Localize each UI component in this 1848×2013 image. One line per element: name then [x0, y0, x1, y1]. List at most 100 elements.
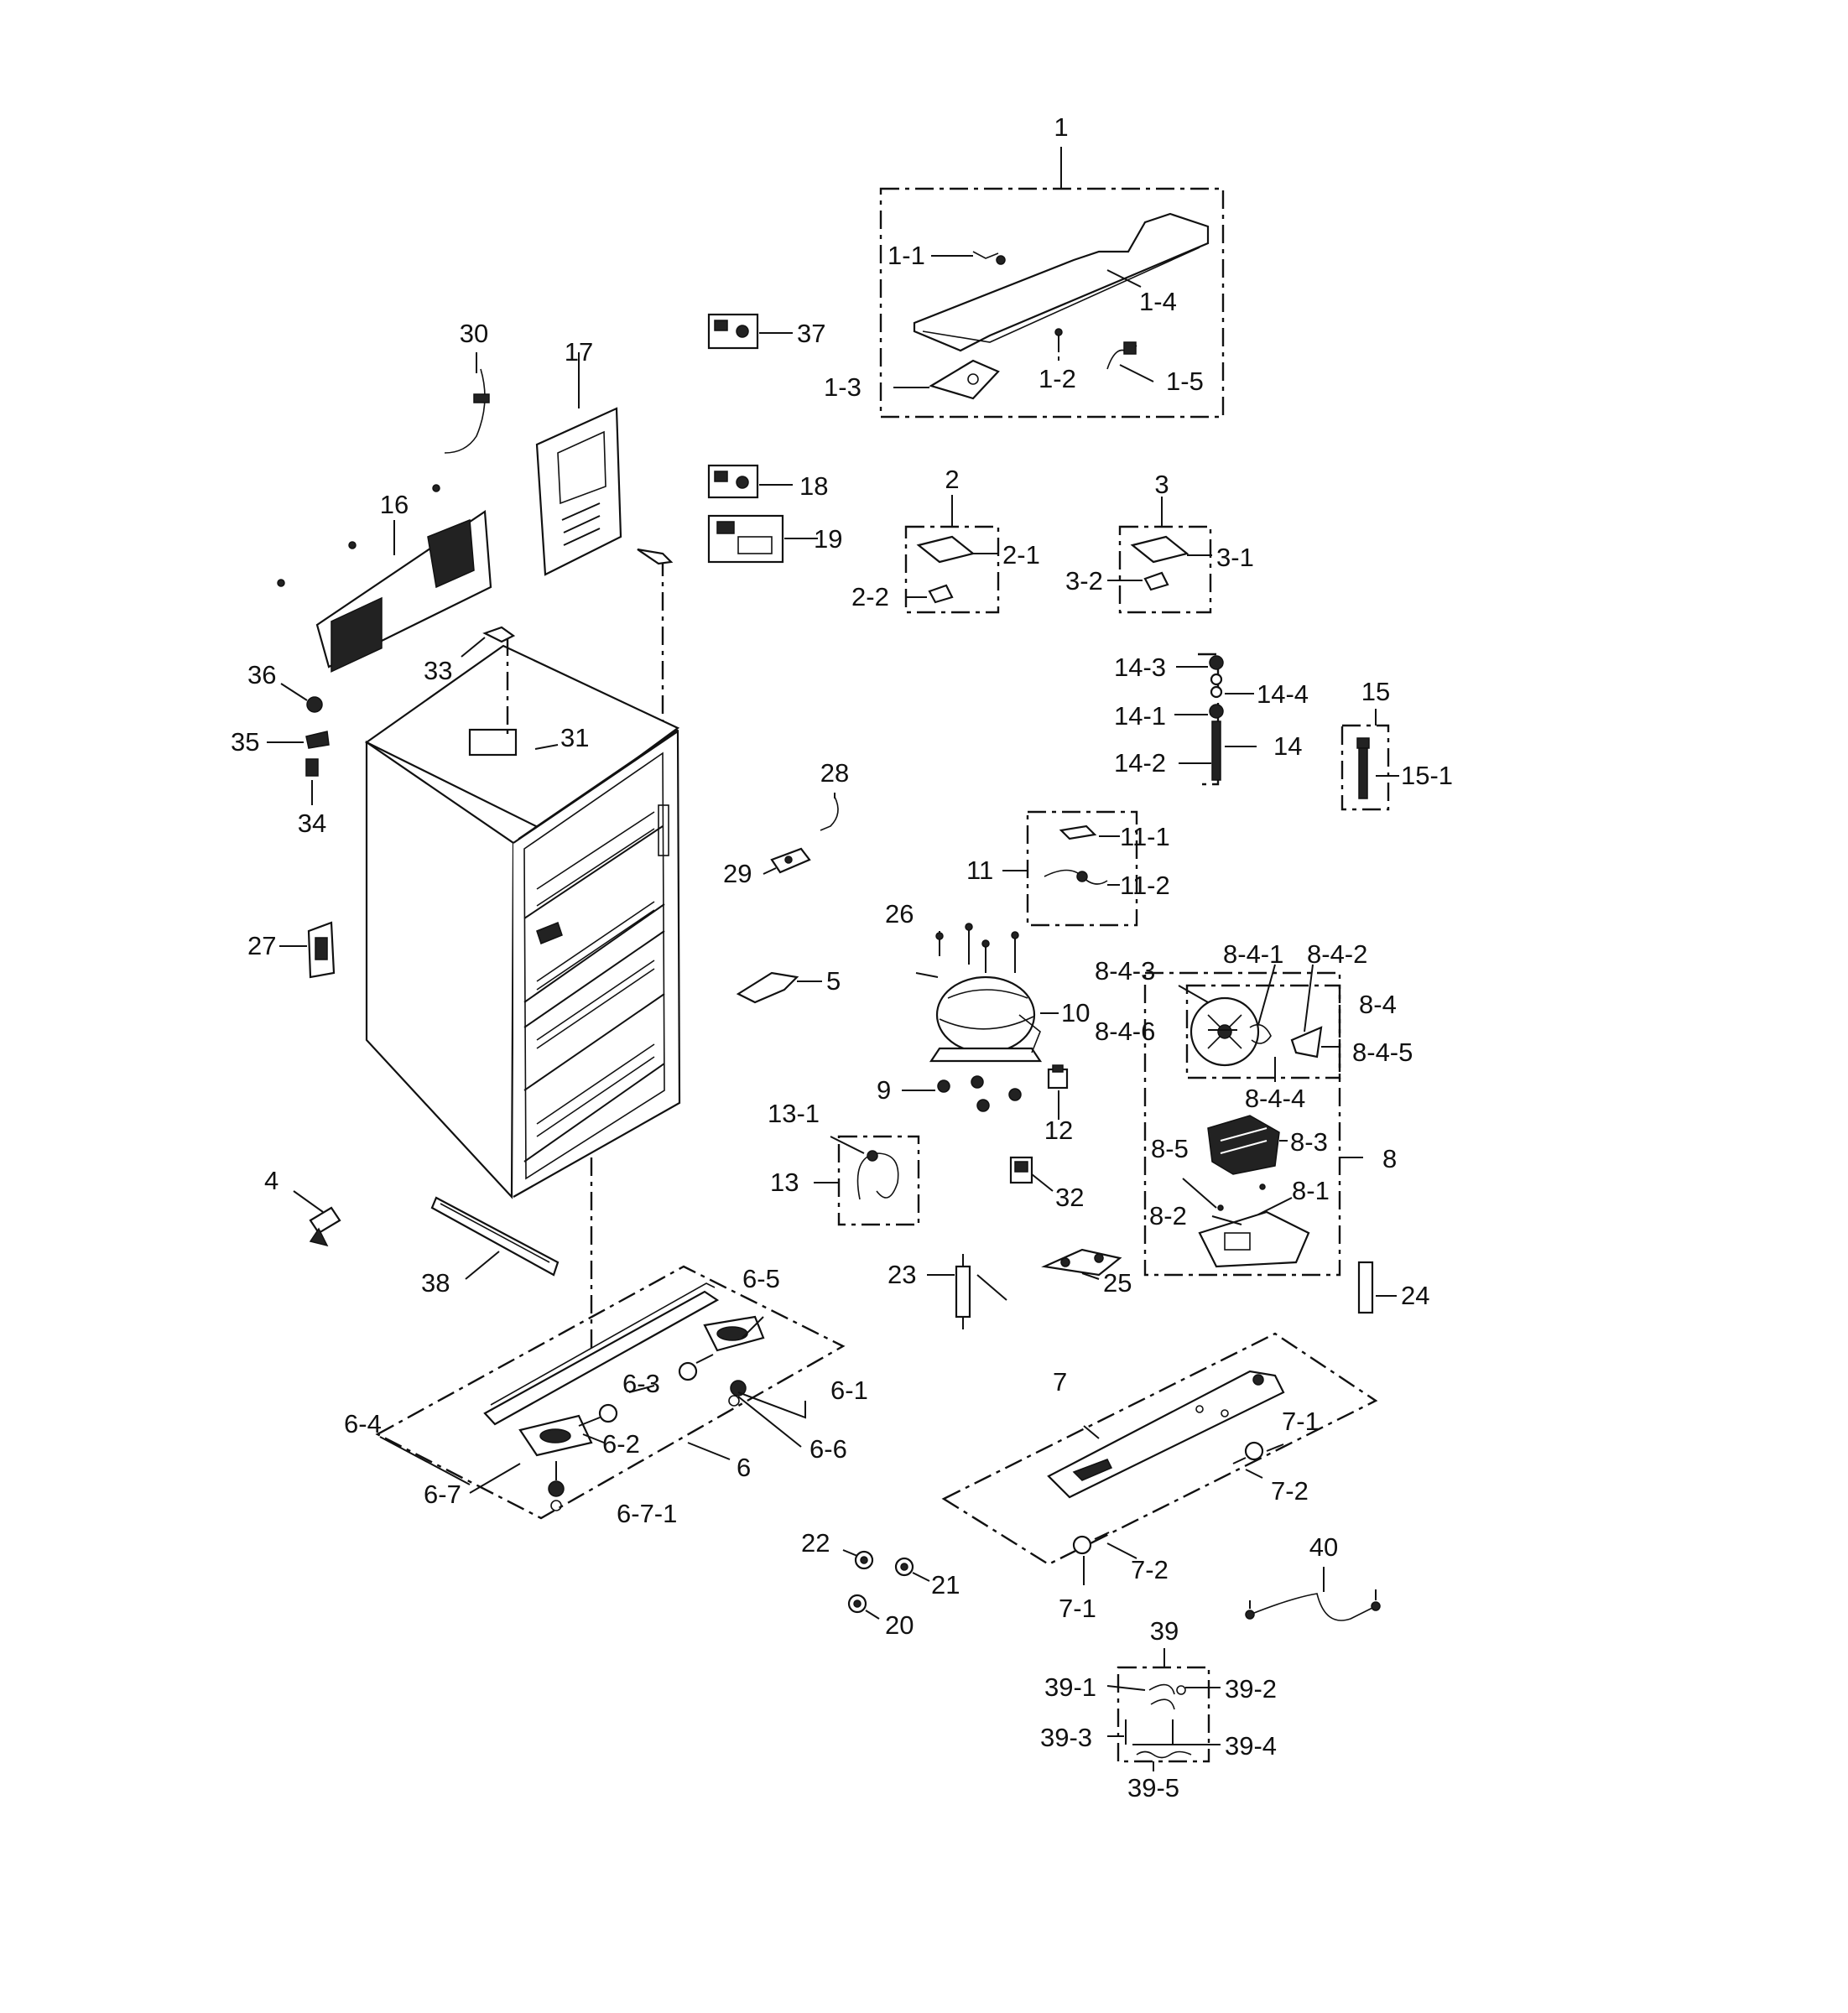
callout-40: 40 [1309, 1532, 1338, 1562]
motor-bracket-8-1 [1198, 1210, 1310, 1268]
callout-15: 15 [1361, 677, 1390, 706]
callout-1-2: 1-2 [1039, 364, 1076, 393]
callout-8-3: 8-3 [1290, 1127, 1328, 1157]
callout-14: 14 [1273, 731, 1302, 761]
callout-14-3: 14-3 [1114, 653, 1166, 682]
group-13 [814, 1135, 920, 1226]
callout-25: 25 [1103, 1268, 1132, 1298]
callout-11-1: 11-1 [1120, 822, 1170, 851]
callout-7-2a: 7-2 [1271, 1476, 1309, 1506]
callout-36: 36 [247, 660, 276, 689]
callout-8-4-4: 8-4-4 [1245, 1084, 1305, 1113]
callout-18: 18 [799, 471, 828, 501]
callout-1-1: 1-1 [888, 241, 925, 270]
callout-4: 4 [264, 1166, 279, 1195]
callout-6: 6 [737, 1453, 751, 1482]
callout-15-1: 15-1 [1401, 761, 1453, 790]
callout-30: 30 [460, 319, 488, 348]
callout-24: 24 [1401, 1281, 1429, 1310]
small-parts-bottom [842, 1549, 930, 1620]
callout-39-1: 39-1 [1044, 1672, 1096, 1702]
callout-14-2: 14-2 [1114, 748, 1166, 778]
group-6-base [375, 1265, 846, 1520]
bracket-part-1-4 [913, 212, 1210, 352]
group-1-top-bracket [879, 147, 1225, 419]
callout-7-1b: 7-1 [1059, 1594, 1096, 1623]
back-covers [277, 352, 622, 673]
callout-8-4-6: 8-4-6 [1095, 1017, 1155, 1046]
callout-31: 31 [560, 723, 589, 752]
callout-6-3: 6-3 [622, 1369, 660, 1398]
callout-13: 13 [770, 1168, 799, 1197]
callout-6-2: 6-2 [602, 1429, 640, 1459]
callout-11: 11 [966, 856, 993, 885]
callout-8-5: 8-5 [1151, 1134, 1189, 1163]
callout-27: 27 [247, 931, 276, 960]
callout-39-5: 39-5 [1127, 1773, 1179, 1802]
callout-34: 34 [298, 809, 326, 838]
callout-32: 32 [1055, 1183, 1084, 1212]
callout-35: 35 [231, 727, 259, 757]
callout-7-2b: 7-2 [1131, 1555, 1169, 1584]
callout-3-1: 3-1 [1216, 543, 1254, 572]
small-parts-left [267, 548, 839, 1280]
callout-3-2: 3-2 [1065, 566, 1103, 596]
callout-38: 38 [421, 1268, 450, 1298]
callout-8-4-2: 8-4-2 [1307, 939, 1367, 969]
callout-39-3: 39-3 [1040, 1723, 1092, 1752]
callout-5: 5 [826, 966, 841, 996]
callout-8-4: 8-4 [1359, 990, 1397, 1019]
motor-part-8-3 [1207, 1115, 1280, 1175]
callout-37: 37 [797, 319, 825, 348]
callout-23: 23 [888, 1260, 916, 1289]
callout-8-1: 8-1 [1292, 1176, 1330, 1205]
callout-1-3: 1-3 [824, 372, 862, 402]
callout-6-7: 6-7 [424, 1480, 461, 1509]
valve-groups [1174, 653, 1399, 811]
callout-16: 16 [380, 490, 409, 519]
plate-part-1-3 [929, 359, 1000, 400]
callout-29: 29 [723, 859, 752, 888]
callout-6-7-1: 6-7-1 [617, 1499, 677, 1528]
callout-2: 2 [945, 465, 959, 494]
group-7-plate [941, 1332, 1378, 1585]
callout-14-4: 14-4 [1257, 679, 1309, 709]
group-11 [1002, 810, 1138, 927]
callout-17: 17 [565, 337, 593, 367]
callout-8-4-1: 8-4-1 [1223, 939, 1283, 969]
group-8-fan [1143, 964, 1363, 1277]
callout-7-1a: 7-1 [1282, 1407, 1320, 1436]
hinge-groups [904, 495, 1212, 614]
callout-labels: 1 1-1 1-4 1-2 1-5 1-3 37 18 19 30 17 16 … [231, 112, 1453, 1802]
callout-39: 39 [1150, 1616, 1179, 1646]
callout-26: 26 [885, 899, 914, 928]
small-parts-mid [927, 1156, 1397, 1329]
callout-7: 7 [1053, 1367, 1067, 1397]
cover-part-17 [535, 407, 622, 576]
callout-39-4: 39-4 [1225, 1731, 1277, 1761]
callout-6-1: 6-1 [830, 1376, 868, 1405]
callout-33: 33 [424, 656, 452, 685]
callout-22: 22 [801, 1528, 830, 1558]
callout-6-4: 6-4 [344, 1409, 382, 1438]
callout-8: 8 [1382, 1144, 1397, 1173]
callout-14-1: 14-1 [1114, 701, 1166, 731]
callout-12: 12 [1044, 1116, 1073, 1145]
callout-8-4-3: 8-4-3 [1095, 956, 1155, 986]
callout-1: 1 [1054, 112, 1068, 142]
callout-13-1: 13-1 [768, 1099, 820, 1128]
harness-40 [1245, 1567, 1381, 1621]
callout-21: 21 [931, 1570, 960, 1599]
callout-19: 19 [814, 524, 842, 554]
callout-8-2: 8-2 [1149, 1201, 1187, 1230]
callout-10: 10 [1061, 998, 1090, 1027]
callout-9: 9 [877, 1075, 891, 1105]
refrigerator-cabinet [364, 558, 681, 1355]
callout-28: 28 [820, 758, 849, 788]
callout-3: 3 [1154, 470, 1169, 499]
callout-6-5: 6-5 [742, 1264, 780, 1293]
callout-2-2: 2-2 [851, 582, 889, 611]
callout-6-6: 6-6 [809, 1434, 847, 1464]
